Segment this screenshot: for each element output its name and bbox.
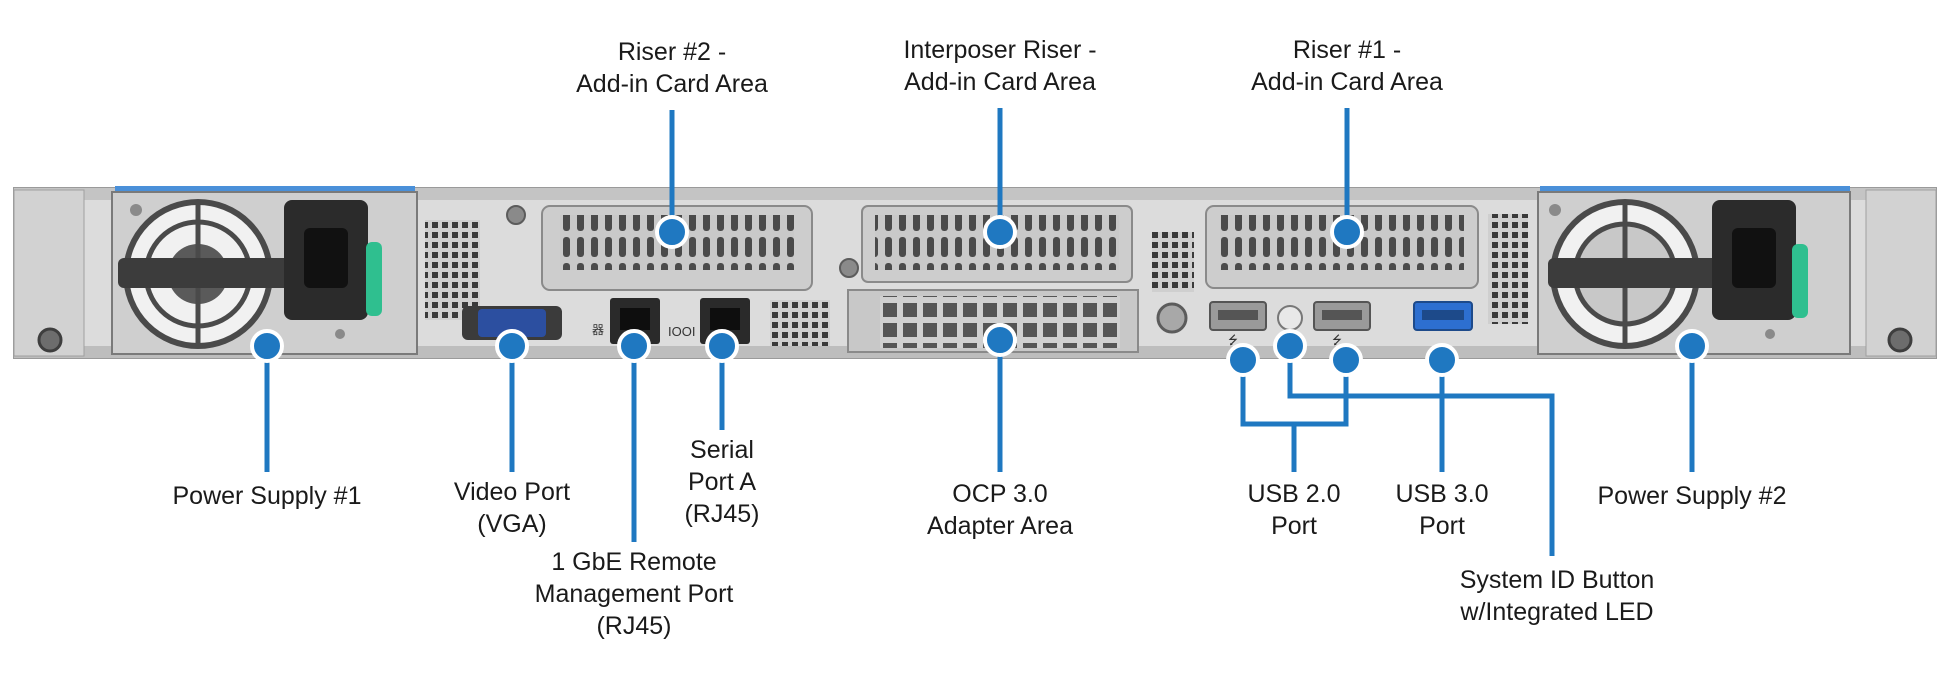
label-riser-2: Riser #2 - Add-in Card Area [576, 38, 768, 98]
vent-grille-right [1152, 232, 1194, 292]
usb-2-connector-b: ⭍ [1313, 301, 1371, 347]
callout-dot-usb2-b [1329, 343, 1363, 377]
label-power-supply-2: Power Supply #2 [1597, 482, 1787, 510]
callout-dot-video [495, 329, 529, 363]
label-mgmt-port: 1 GbE Remote Management Port (RJ45) [534, 548, 734, 640]
vent-grille-left [425, 220, 480, 320]
label-riser-1: Riser #1 - Add-in Card Area [1251, 36, 1443, 96]
label-serial-port: Serial Port A (RJ45) [684, 436, 760, 528]
label-system-id-button: System ID Button w/Integrated LED [1459, 566, 1655, 626]
mgmt-port-glyph: 器 [592, 323, 604, 337]
usb-3-connector [1413, 301, 1473, 331]
callout-dot-psu2 [1675, 329, 1709, 363]
callout-dot-usb2-a [1226, 343, 1260, 377]
label-usb-3-port: USB 3.0 Port [1395, 480, 1489, 540]
usb-2-connector-a: ⭍ [1209, 301, 1267, 347]
vent-grille-mid [770, 300, 830, 346]
serial-port-glyph: IOOI [668, 324, 695, 339]
vga-connector [462, 306, 562, 340]
callout-dot-interposer [983, 215, 1017, 249]
callout-dot-riser2 [655, 215, 689, 249]
vent-grille-far-right [1488, 214, 1528, 324]
callout-dot-sysid [1273, 329, 1307, 363]
label-ocp-area: OCP 3.0 Adapter Area [927, 480, 1073, 540]
power-supply-1-module [111, 186, 418, 355]
usb-symbol-a: ⭍ [1228, 333, 1238, 347]
label-usb-2-port: USB 2.0 Port [1247, 480, 1341, 540]
callout-dot-serial [705, 329, 739, 363]
system-id-button [1277, 305, 1303, 331]
callout-dot-mgmt [617, 329, 651, 363]
power-supply-2-module [1537, 186, 1851, 355]
label-power-supply-1: Power Supply #1 [172, 482, 362, 510]
callout-dot-riser1 [1330, 215, 1364, 249]
label-video-port: Video Port (VGA) [453, 478, 571, 538]
callout-dot-usb3 [1425, 343, 1459, 377]
callout-dots [250, 215, 1709, 377]
callout-dot-ocp [983, 323, 1017, 357]
usb-symbol-b: ⭍ [1332, 333, 1342, 347]
label-interposer-riser: Interposer Riser - Add-in Card Area [903, 36, 1097, 96]
callout-dot-psu1 [250, 329, 284, 363]
rj45-mgmt-connector: 器 [592, 298, 660, 344]
